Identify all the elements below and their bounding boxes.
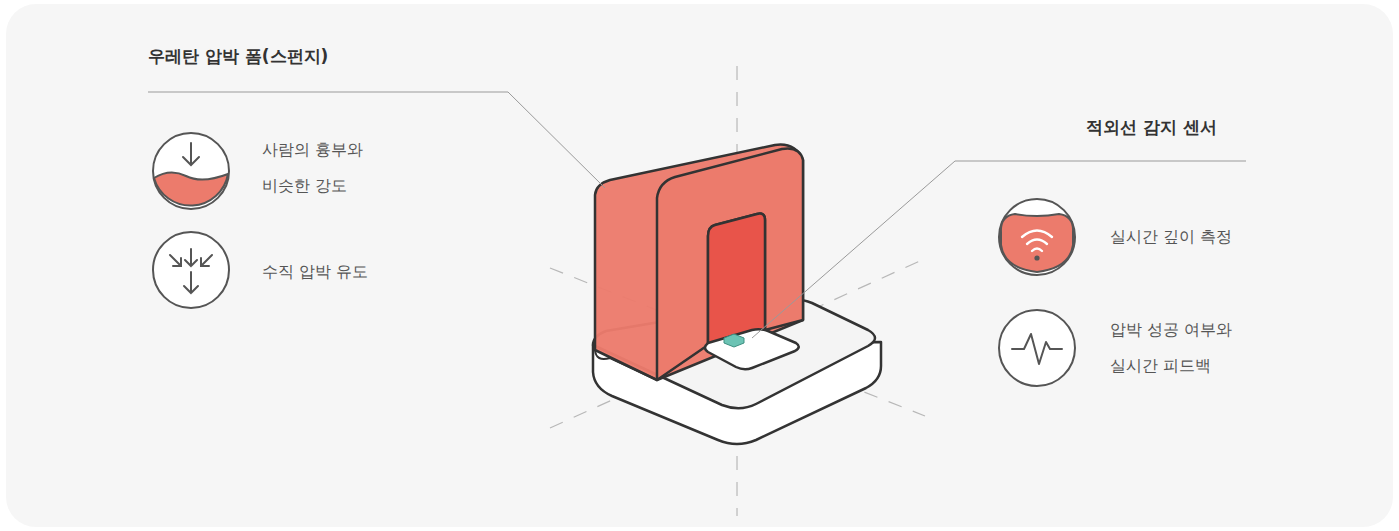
panel bbox=[6, 4, 1393, 527]
axis-lines bbox=[550, 66, 925, 516]
sensor-icon bbox=[999, 199, 1075, 275]
feature-note: 사람의 흉부와 비슷한 강도 bbox=[262, 132, 394, 204]
sensor bbox=[724, 334, 744, 347]
vertical-press-icon bbox=[153, 232, 229, 308]
part-title: 우레탄 압박 폼(스펀지) bbox=[148, 44, 328, 68]
leader-lines bbox=[148, 92, 1246, 338]
softness-icon bbox=[153, 133, 229, 209]
feature-note: 압박 성공 여부와 실시간 피드백 bbox=[1110, 312, 1262, 384]
feature-note: 수직 압박 유도 bbox=[262, 254, 368, 290]
feedback-icon bbox=[999, 310, 1075, 386]
device bbox=[593, 145, 881, 444]
part-title: 적외선 감지 센서 bbox=[1086, 115, 1217, 139]
feature-note: 실시간 깊이 측정 bbox=[1110, 219, 1232, 255]
